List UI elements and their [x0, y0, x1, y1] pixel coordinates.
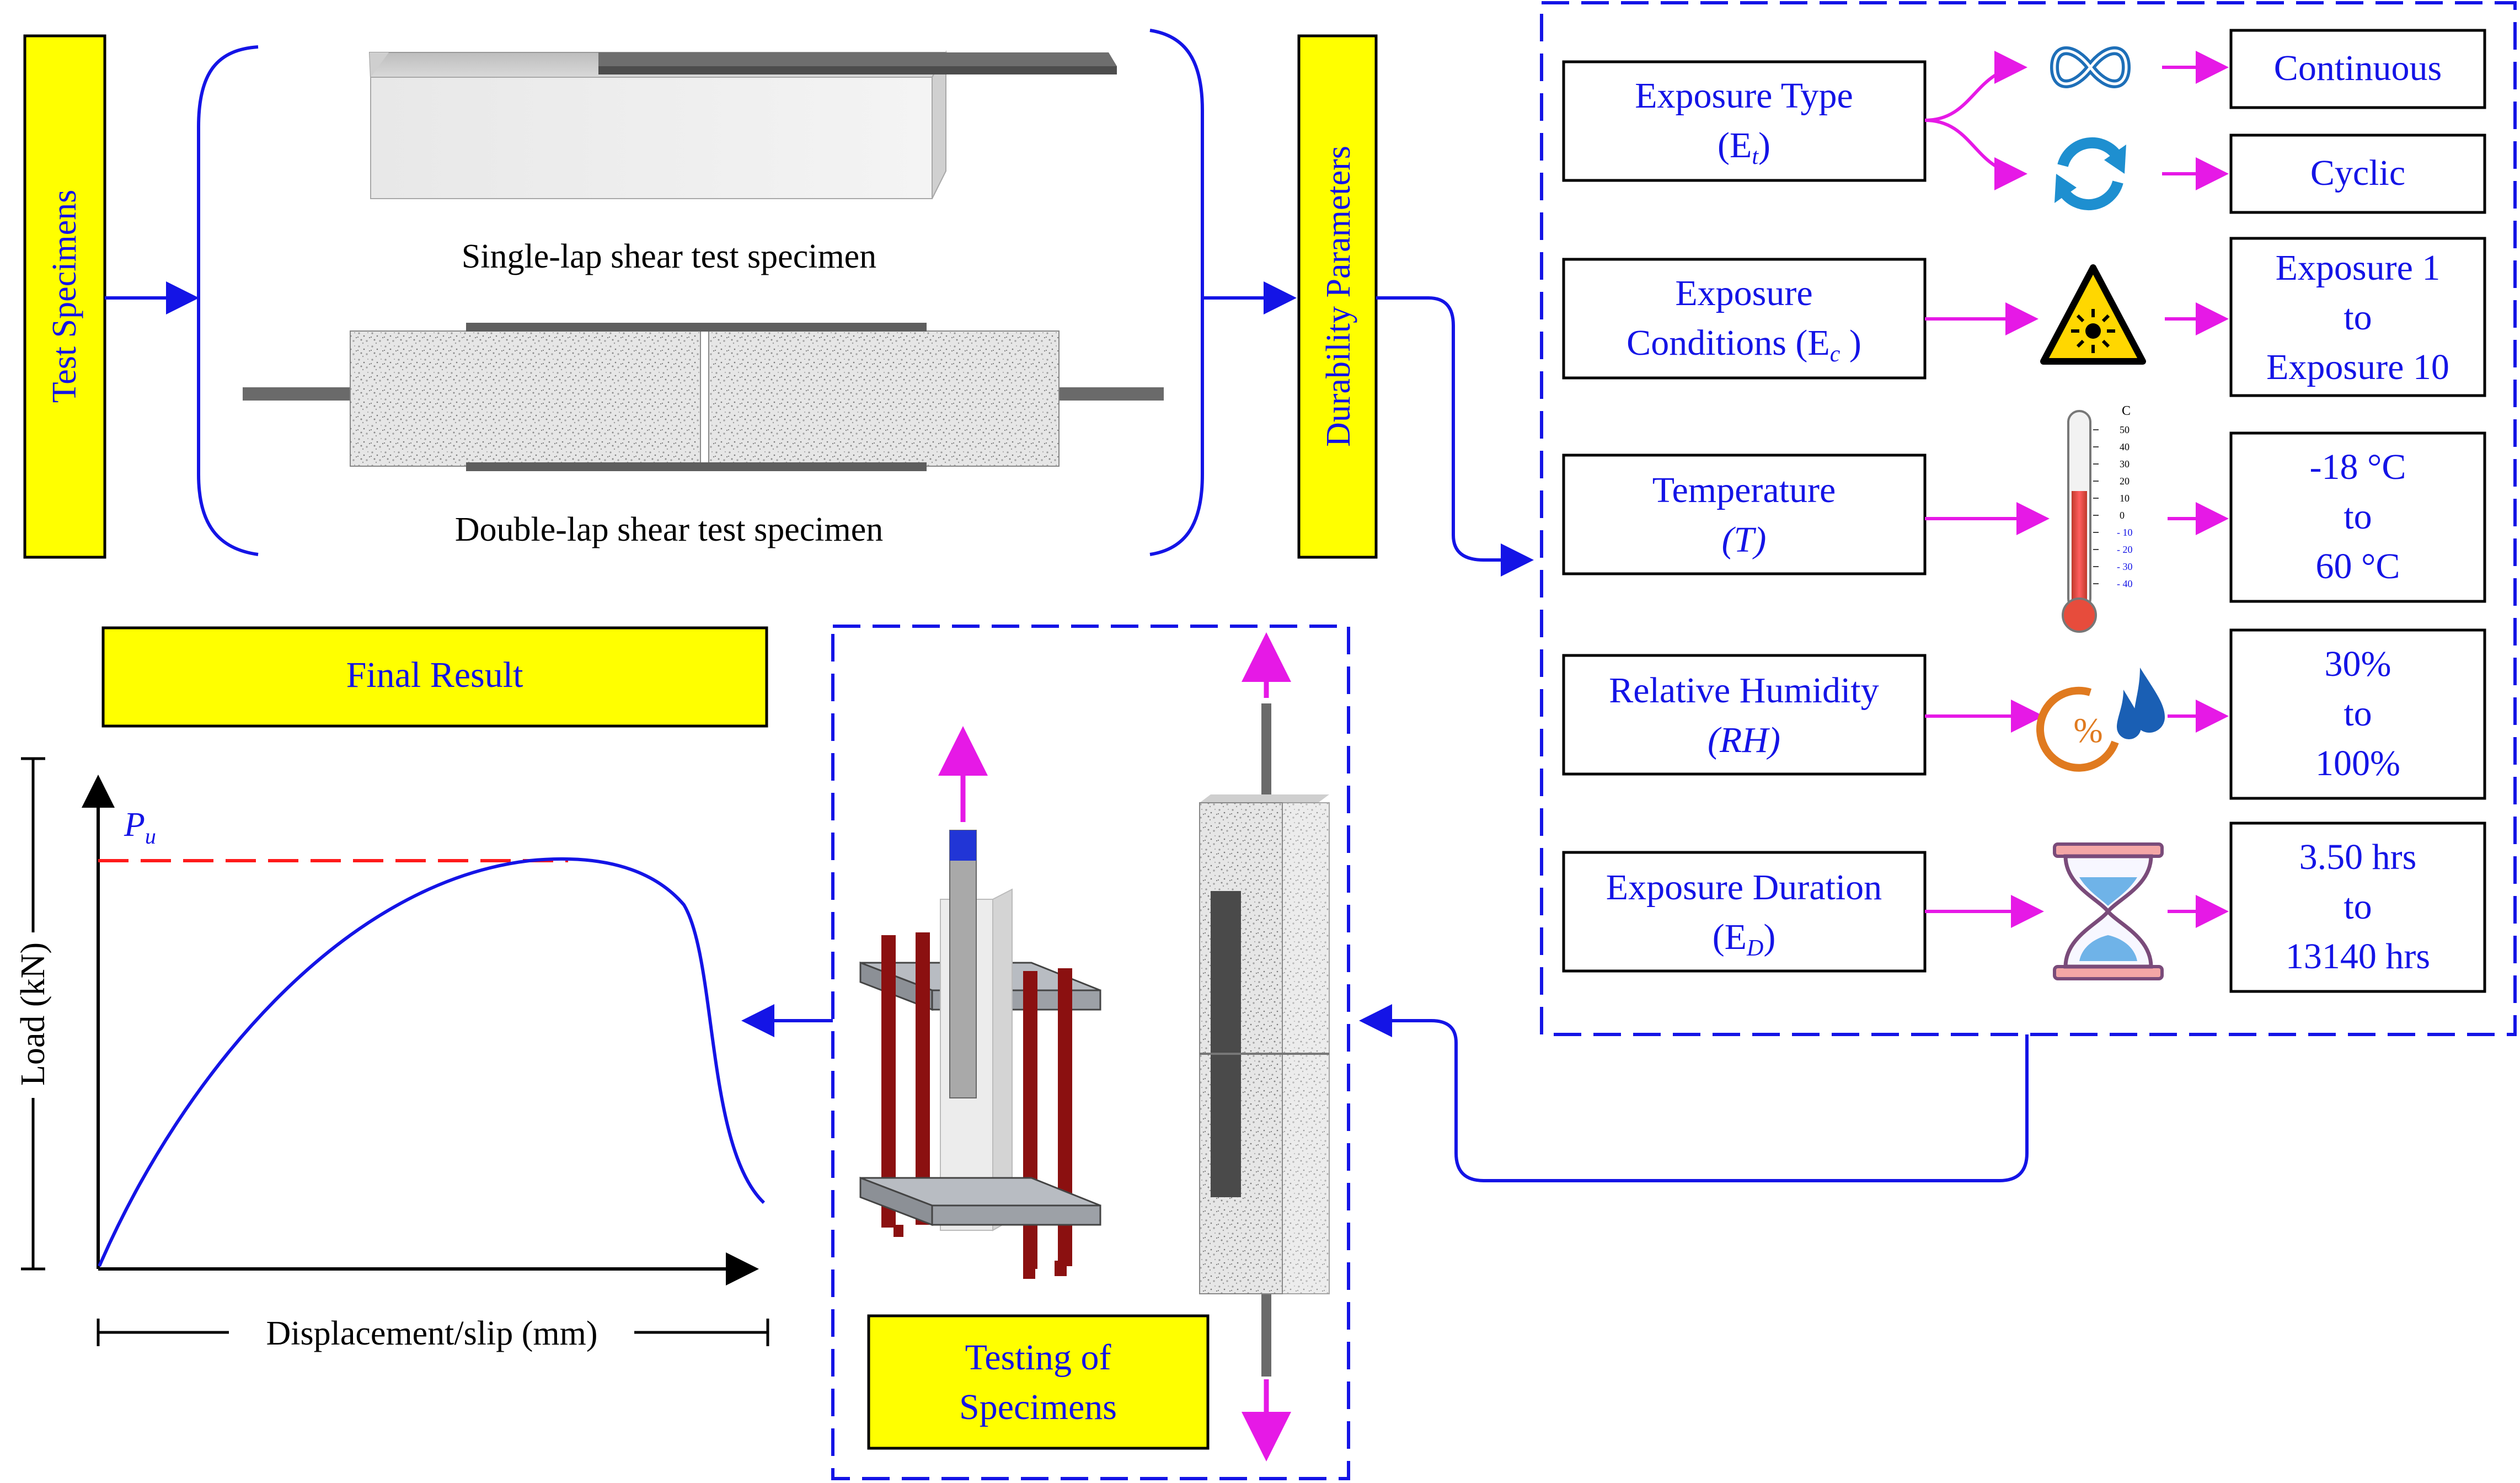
svg-text:30: 30	[2120, 458, 2130, 470]
value-rh-l3: 100%	[2315, 743, 2400, 783]
cycle-icon	[2054, 137, 2126, 211]
single-lap-test-rig	[859, 830, 1101, 1279]
connector-params-to-testing	[1359, 1004, 2029, 1182]
value-rh-range-box: 30% to 100%	[2229, 628, 2486, 800]
param-exposure-type-line2: (Et)	[1718, 125, 1770, 169]
value-rh-l2: to	[2344, 694, 2372, 734]
svg-text:- 30: - 30	[2117, 561, 2133, 572]
svg-text:0: 0	[2120, 510, 2125, 521]
value-duration-l3: 13140 hrs	[2286, 936, 2430, 977]
left-brace	[197, 45, 259, 556]
test-specimens-label: Test Specimens	[46, 190, 83, 403]
svg-text:- 40: - 40	[2117, 578, 2133, 589]
param-relative-humidity-box: Relative Humidity (RH)	[1562, 654, 1927, 776]
param-exposure-conditions-box: Exposure Conditions (Ec )	[1562, 258, 1927, 380]
svg-text:- 10: - 10	[2117, 527, 2133, 538]
value-temp-l3: 60 °C	[2316, 546, 2400, 586]
param-temperature-line2: (T)	[1722, 520, 1767, 560]
testing-of-specimens-box: Testing of Specimens	[867, 1314, 1210, 1450]
hourglass-icon	[2053, 842, 2164, 980]
testing-label-line2: Specimens	[959, 1387, 1117, 1427]
value-exposure-l3: Exposure 10	[2266, 347, 2449, 387]
durability-parameters-box: Durability Parameters	[1297, 34, 1378, 559]
y-axis-label: Load (kN)	[14, 942, 52, 1086]
single-lap-specimen-illustration	[368, 50, 1117, 199]
double-lap-caption: Double-lap shear test specimen	[455, 511, 883, 548]
testing-panel	[831, 625, 1350, 1480]
thermometer-icon: C 50 40 30 20 10 0 - 10 - 20 - 30 - 40	[2062, 404, 2133, 633]
value-continuous: Continuous	[2274, 48, 2442, 88]
parameters-panel	[1540, 1, 2517, 1036]
value-exposure-range-box: Exposure 1 to Exposure 10	[2229, 237, 2486, 397]
test-specimens-box: Test Specimens	[23, 34, 106, 559]
thermometer-ticks: 50 40 30 20 10 0 - 10 - 20 - 30 - 40	[2117, 424, 2133, 589]
param-exposure-type-box: Exposure Type (Et)	[1562, 60, 1927, 182]
final-result-label: Final Result	[346, 655, 523, 695]
double-lap-specimen-illustration	[243, 323, 1164, 471]
param-exposure-duration-line1: Exposure Duration	[1606, 867, 1882, 908]
value-exposure-l2: to	[2344, 297, 2372, 338]
svg-text:10: 10	[2120, 493, 2130, 504]
branch-to-cyclic	[1924, 119, 2027, 190]
load-slip-curve	[98, 857, 766, 1267]
svg-text:20: 20	[2120, 476, 2130, 487]
param-temperature-box: Temperature (T)	[1562, 454, 1927, 575]
load-displacement-plot: Load (kN) Displacement/slip (mm) Pu	[14, 757, 769, 1352]
value-temp-l2: to	[2344, 497, 2372, 537]
value-temp-l1: -18 °C	[2310, 447, 2406, 487]
humidity-icon: %	[2036, 668, 2165, 772]
param-exposure-conditions-line1: Exposure	[1675, 273, 1812, 313]
param-exposure-conditions-line2: Conditions (Ec )	[1627, 323, 1861, 367]
infinity-icon	[2050, 46, 2131, 88]
svg-text:50: 50	[2120, 424, 2130, 435]
param-exposure-duration-box: Exposure Duration (ED)	[1562, 851, 1927, 973]
param-relative-humidity-line2: (RH)	[1708, 720, 1780, 760]
svg-text:40: 40	[2120, 441, 2130, 452]
value-rh-l1: 30%	[2325, 644, 2391, 684]
thermometer-unit: C	[2122, 404, 2131, 418]
value-duration-l1: 3.50 hrs	[2299, 837, 2417, 877]
value-temperature-range-box: -18 °C to 60 °C	[2229, 431, 2486, 603]
double-lap-test-specimen	[1199, 703, 1330, 1377]
value-duration-range-box: 3.50 hrs to 13140 hrs	[2229, 821, 2486, 993]
param-relative-humidity-line1: Relative Humidity	[1609, 670, 1879, 711]
branch-to-continuous	[1924, 51, 2027, 122]
param-exposure-duration-line2: (ED)	[1713, 917, 1776, 961]
param-exposure-type-line1: Exposure Type	[1635, 76, 1853, 116]
peak-load-label: Pu	[124, 806, 156, 849]
right-brace	[1149, 29, 1204, 556]
value-cyclic: Cyclic	[2310, 153, 2405, 193]
single-lap-caption: Single-lap shear test specimen	[462, 238, 876, 275]
humidity-percent: %	[2073, 711, 2102, 750]
connector-durability-to-params	[1376, 296, 1534, 577]
radiation-warning-icon	[2040, 264, 2146, 365]
value-exposure-l1: Exposure 1	[2276, 248, 2441, 288]
svg-text:- 20: - 20	[2117, 544, 2133, 555]
param-temperature-line1: Temperature	[1652, 470, 1836, 510]
testing-label-line1: Testing of	[965, 1337, 1111, 1378]
value-duration-l2: to	[2344, 887, 2372, 927]
value-cyclic-box: Cyclic	[2229, 134, 2486, 214]
final-result-box: Final Result	[101, 626, 768, 728]
x-axis-label: Displacement/slip (mm)	[266, 1315, 598, 1352]
durability-parameters-label: Durability Parameters	[1320, 146, 1357, 447]
value-continuous-box: Continuous	[2229, 29, 2486, 109]
